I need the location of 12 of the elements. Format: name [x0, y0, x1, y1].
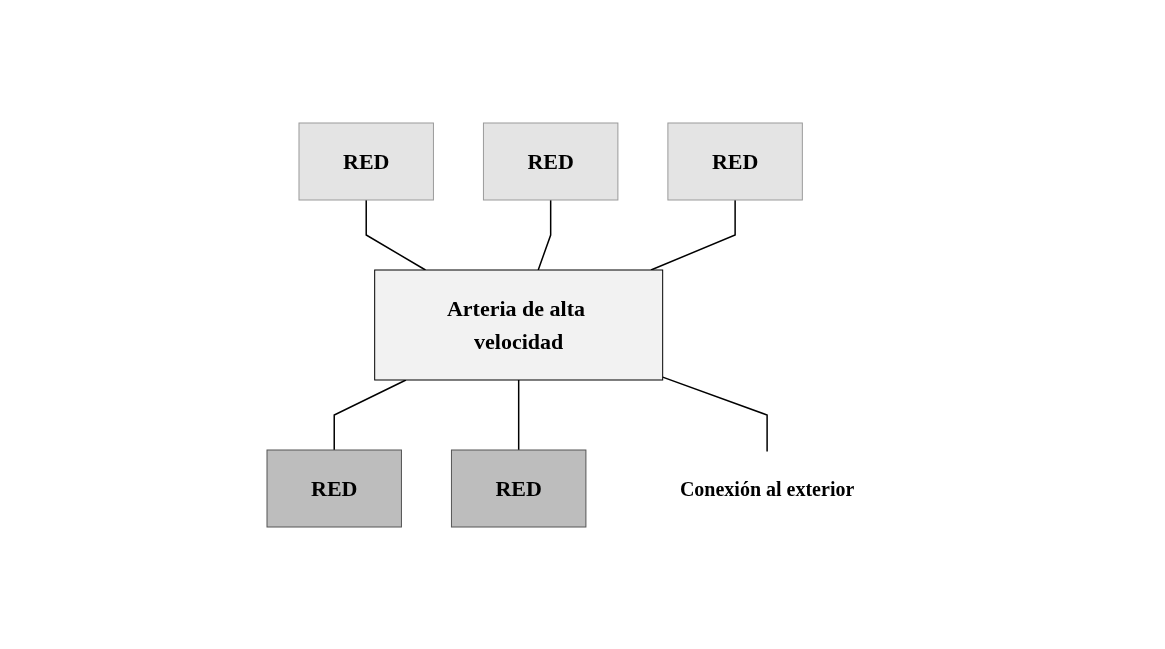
connector	[661, 375, 768, 452]
node-box: RED	[450, 449, 587, 527]
connector	[537, 198, 552, 271]
node-box: RED	[482, 122, 619, 200]
node-box: Arteria de alta velocidad	[374, 269, 663, 380]
connector	[517, 378, 520, 451]
connector	[365, 198, 427, 271]
node-box: RED	[667, 122, 803, 200]
node-text: Conexión al exterior	[679, 477, 855, 499]
node-box: RED	[298, 122, 434, 200]
node-box: RED	[266, 449, 402, 527]
connector	[333, 378, 407, 451]
